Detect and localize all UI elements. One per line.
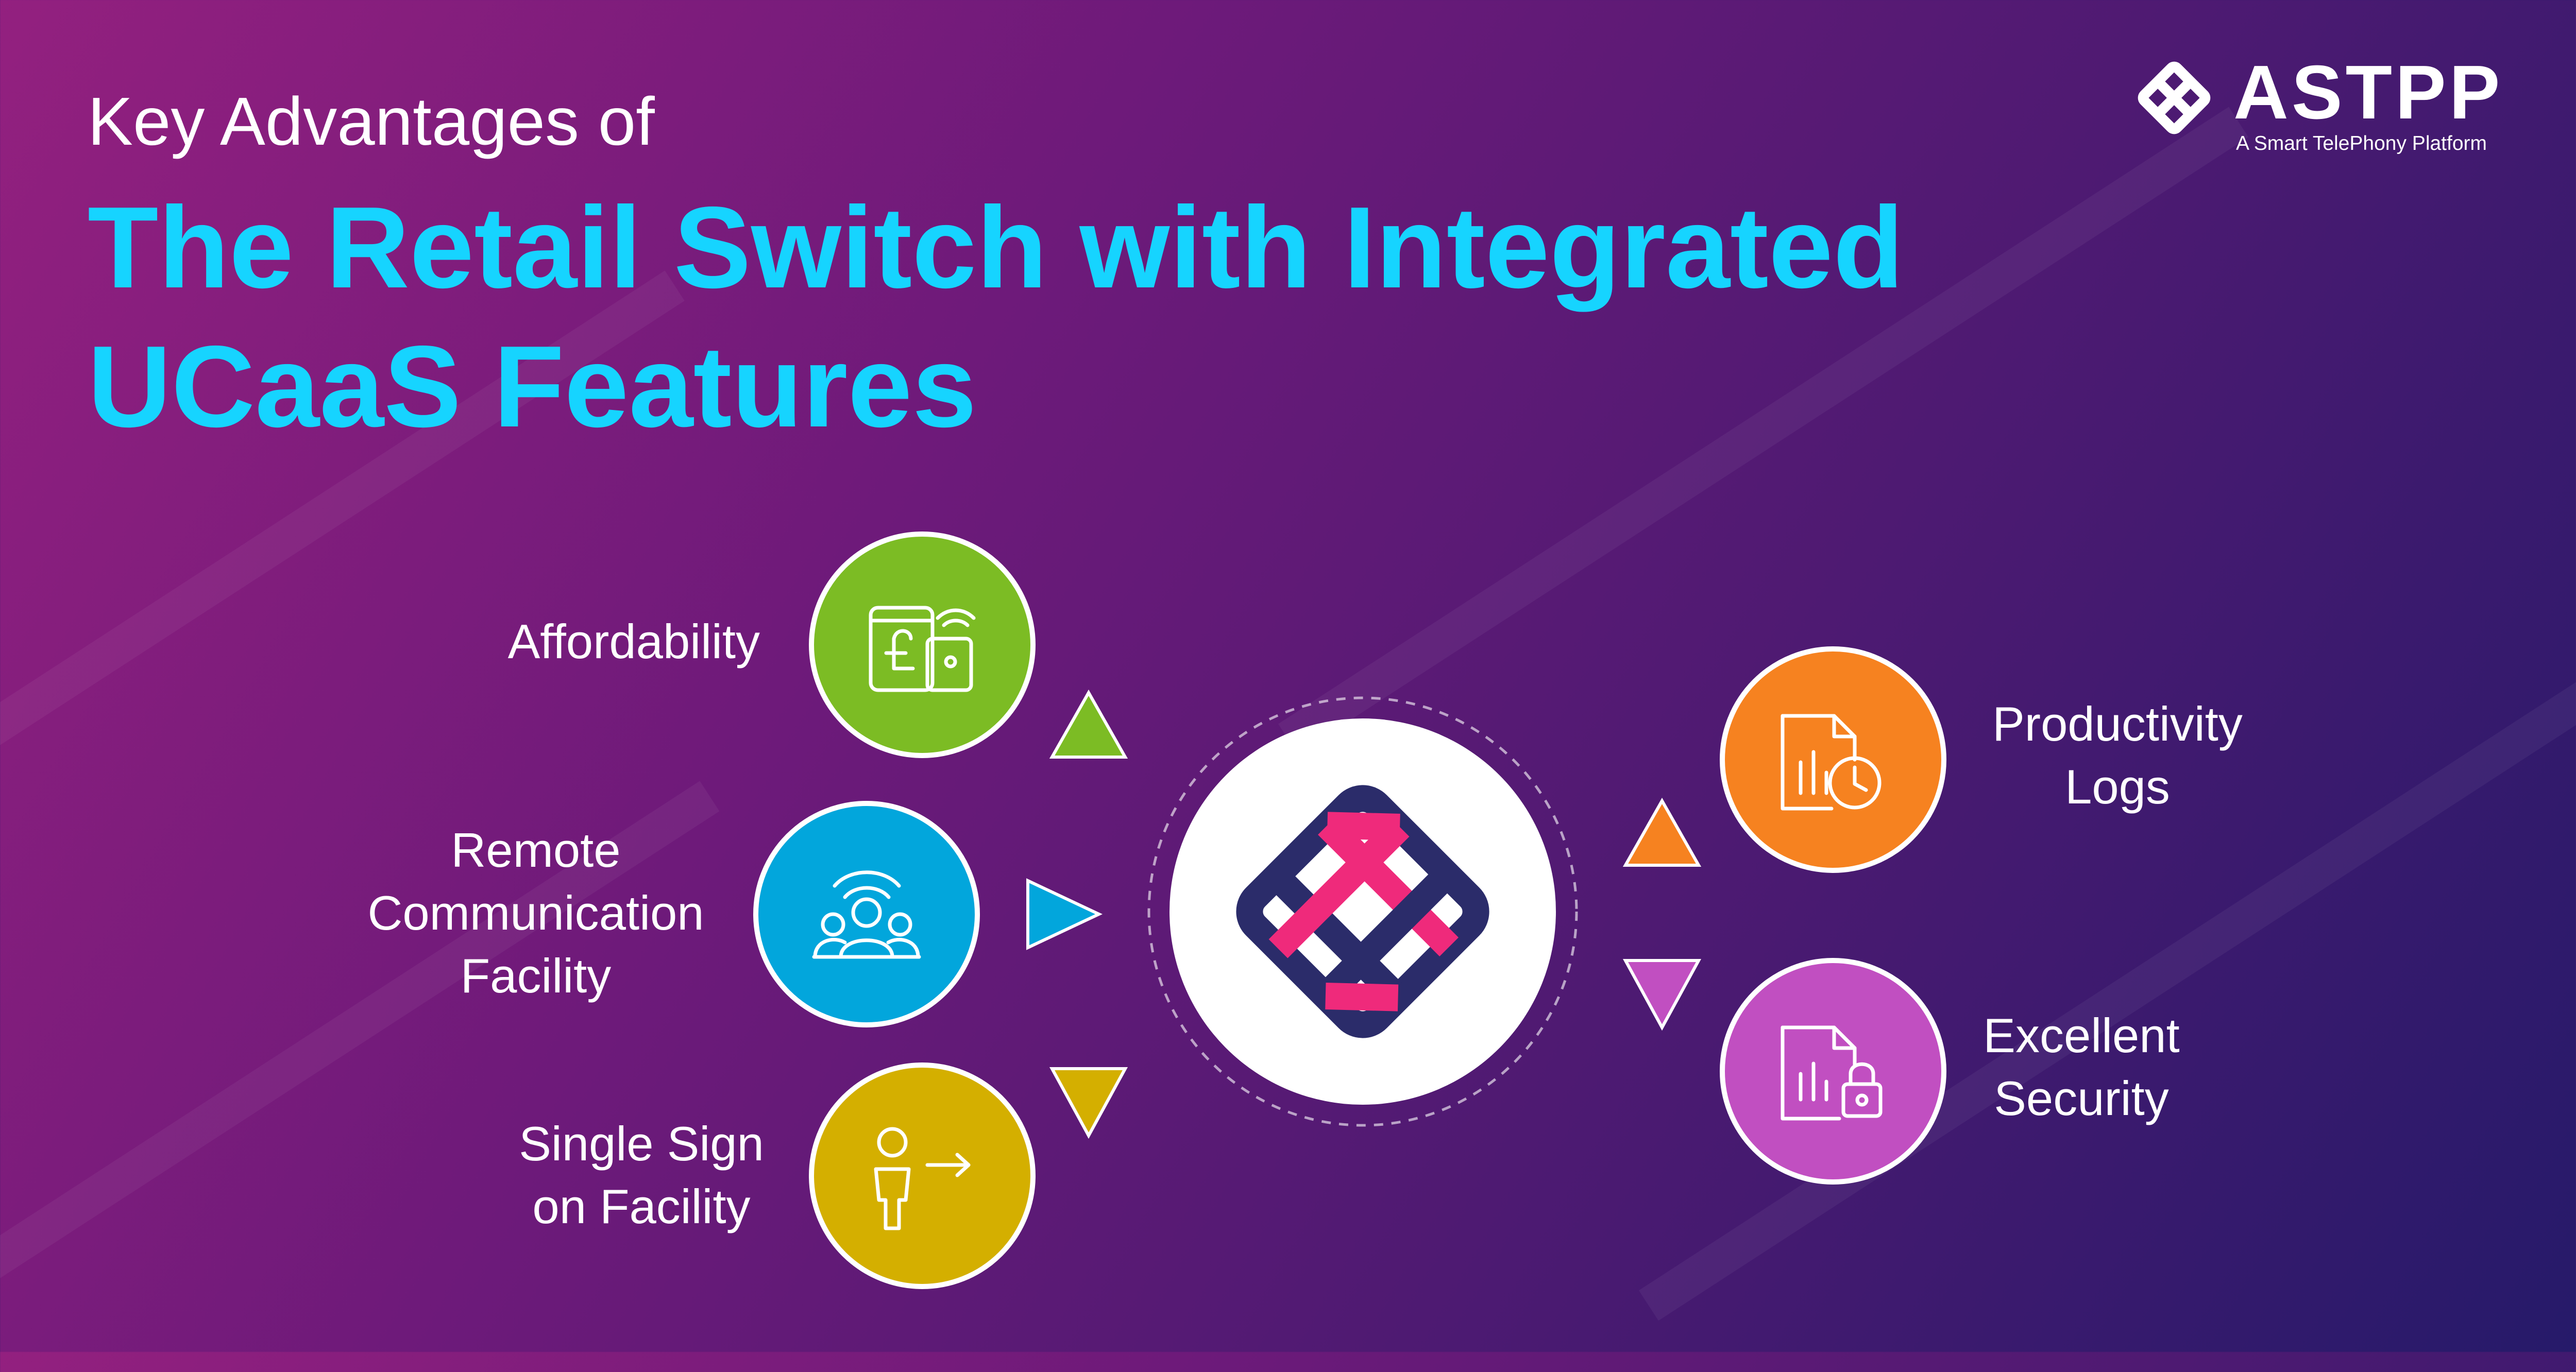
arrow-remote bbox=[1026, 878, 1103, 950]
arrow-affordability bbox=[1049, 689, 1128, 759]
label-line: Facility bbox=[460, 949, 612, 1003]
hub-logo-icon bbox=[1236, 785, 1489, 1038]
hub-dashed-ring bbox=[1147, 696, 1578, 1127]
remote-team-icon bbox=[812, 870, 921, 959]
user-login-icon bbox=[874, 1127, 971, 1230]
feature-label-remote: Remote Communication Facility bbox=[330, 819, 742, 1007]
label-line: Excellent bbox=[1983, 1008, 2180, 1062]
label-line: Remote bbox=[451, 823, 621, 877]
astpp-logo-icon bbox=[2138, 61, 2211, 134]
label-line: on Facility bbox=[532, 1179, 751, 1233]
label-line: Single Sign bbox=[519, 1117, 764, 1171]
hub-circle bbox=[1170, 718, 1556, 1105]
feature-circle-single-sign-on bbox=[809, 1062, 1036, 1289]
brand-name: ASTPP bbox=[2233, 50, 2503, 135]
label-line: Security bbox=[1994, 1071, 2169, 1125]
feature-circle-productivity bbox=[1720, 646, 1946, 873]
label-line: Communication bbox=[367, 886, 704, 940]
brand-tagline: A Smart TelePhony Platform bbox=[2236, 132, 2487, 155]
feature-label-affordability: Affordability bbox=[508, 610, 760, 673]
title-line-1: Key Advantages of bbox=[88, 83, 655, 159]
feature-circle-remote bbox=[753, 801, 980, 1027]
feature-circle-security bbox=[1720, 958, 1946, 1185]
feature-label-security: Excellent Security bbox=[1953, 1004, 2210, 1130]
label-line: Affordability bbox=[507, 614, 760, 668]
label-line: Logs bbox=[2065, 760, 2170, 814]
brand-block: ASTPP A Smart TelePhony Platform bbox=[2128, 49, 2524, 162]
arrow-single-sign-on bbox=[1049, 1067, 1128, 1139]
arrow-productivity bbox=[1622, 797, 1702, 867]
report-lock-icon bbox=[1781, 1025, 1883, 1121]
report-clock-icon bbox=[1781, 714, 1882, 811]
title-line-2: The Retail Switch with Integrated UCaaS … bbox=[88, 182, 1904, 451]
feature-label-productivity: Productivity Logs bbox=[1963, 693, 2272, 818]
feature-label-single-sign-on: Single Sign on Facility bbox=[495, 1112, 788, 1238]
arrow-security bbox=[1622, 959, 1702, 1031]
label-line: Productivity bbox=[1992, 697, 2243, 751]
wallet-pound-icon bbox=[869, 606, 976, 692]
feature-circle-affordability bbox=[809, 531, 1036, 758]
